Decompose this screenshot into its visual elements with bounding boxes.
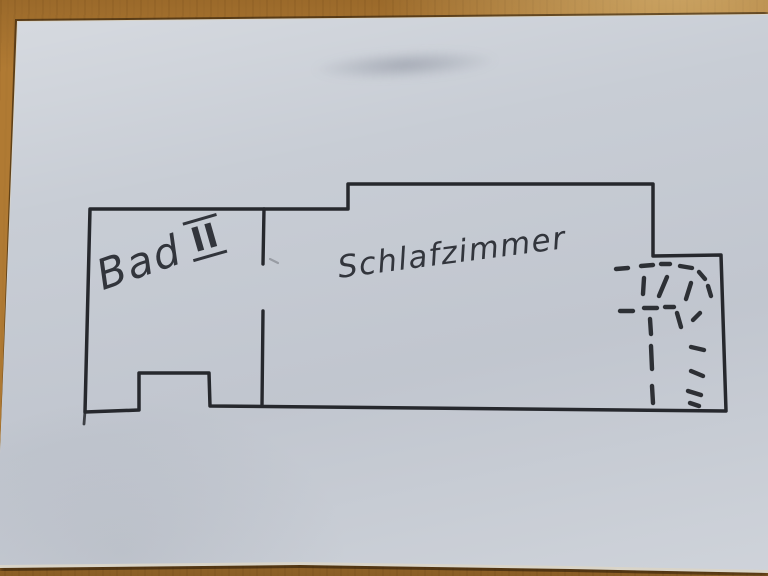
paper-sheet — [0, 15, 768, 570]
floorplan-drawing — [82, 182, 728, 426]
